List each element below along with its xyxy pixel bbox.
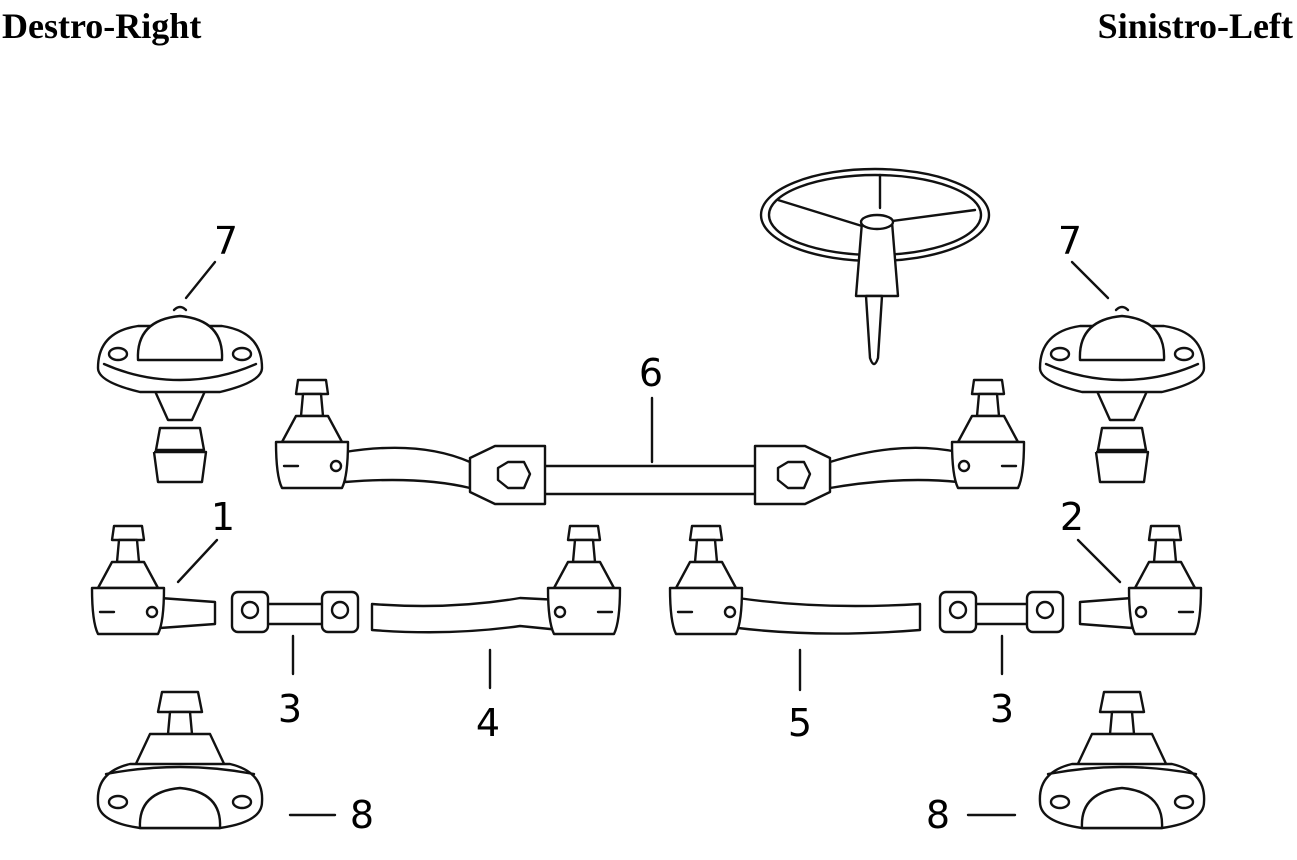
callout-6: 6 [639, 351, 663, 395]
lower-ball-joint-left [1038, 690, 1206, 830]
callout-4: 4 [476, 701, 500, 745]
callout-8-right: 8 [350, 793, 374, 837]
tie-rod-assembly-left [668, 524, 1203, 636]
upper-ball-joint-right [96, 305, 264, 484]
upper-ball-joint-left [1038, 305, 1206, 484]
lower-ball-joint-right [96, 690, 264, 830]
heading-destro-right: Destro-Right [2, 6, 202, 46]
centre-tie-rod [274, 378, 1026, 506]
callout-3-right: 3 [278, 687, 302, 731]
leader-lines [176, 260, 1122, 817]
callout-1: 1 [211, 495, 235, 539]
tie-rod-assembly-right [90, 524, 622, 636]
callout-5: 5 [788, 701, 812, 745]
steering-wheel [759, 167, 991, 366]
callout-2: 2 [1060, 495, 1084, 539]
callout-7-right: 7 [214, 219, 238, 263]
callout-3-left: 3 [990, 687, 1014, 731]
callout-7-left: 7 [1058, 219, 1082, 263]
heading-sinistro-left: Sinistro-Left [1097, 6, 1293, 46]
callout-8-left: 8 [926, 793, 950, 837]
